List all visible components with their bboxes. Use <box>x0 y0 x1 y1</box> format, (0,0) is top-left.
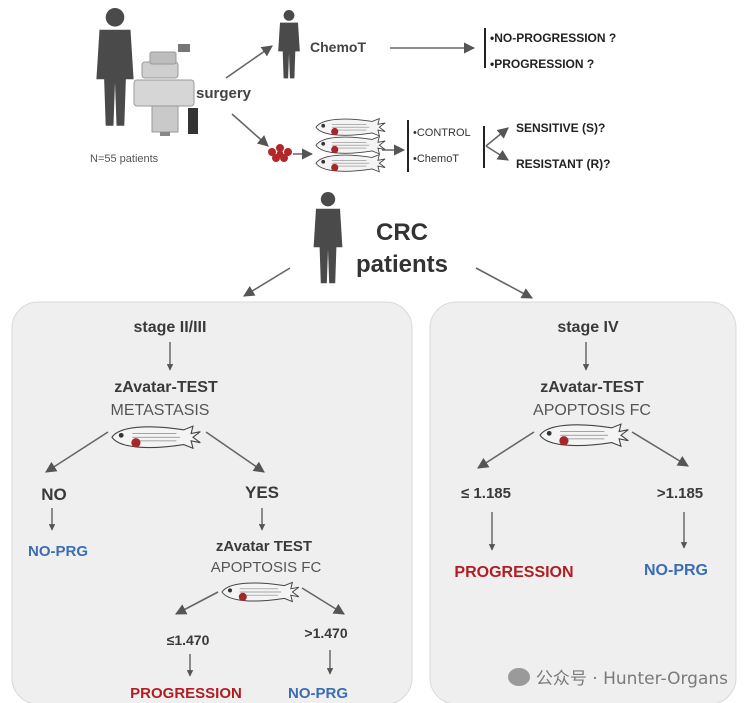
left-arrow-low <box>175 591 219 615</box>
watermark-text: 公众号 · Hunter-Organs <box>535 669 728 689</box>
zebrafish-icon <box>315 154 386 173</box>
left-test1-sub: METASTASIS <box>111 402 210 419</box>
crc-title-line2: patients <box>356 251 448 278</box>
left-test2-sub: APOPTOSIS FC <box>211 559 322 576</box>
wechat-icon <box>507 667 530 686</box>
arrow-to-tumor <box>231 113 269 147</box>
crc-title-line1: CRC <box>376 219 428 246</box>
right-panel: stage IV zAvatar-TEST APOPTOSIS FC ≤ 1.1… <box>429 301 737 703</box>
tumor-cells-icon <box>268 144 292 162</box>
zebrafish-icon <box>315 136 386 155</box>
left-high-threshold: >1.470 <box>304 625 347 641</box>
zebrafish-icon <box>315 118 386 137</box>
center-section: CRC patients <box>243 192 533 299</box>
patient-figure-icon <box>96 8 134 126</box>
left-panel: stage II/III zAvatar-TEST METASTASIS NO … <box>11 301 413 703</box>
right-arrow-low <box>477 431 535 469</box>
left-test2-fish-icon <box>221 581 300 603</box>
outcome-progression: •PROGRESSION ? <box>490 57 594 71</box>
branch-control: •CONTROL <box>413 127 471 139</box>
arrow-to-sensitive <box>485 127 509 147</box>
left-test1-title: zAvatar-TEST <box>114 379 218 396</box>
left-yes-label: YES <box>245 483 279 502</box>
left-no-result: NO-PRG <box>28 543 88 560</box>
right-low-threshold: ≤ 1.185 <box>461 485 511 502</box>
branch-chemo: •ChemoT <box>413 153 459 165</box>
right-low-result: PROGRESSION <box>454 564 573 581</box>
left-panel-bg <box>11 301 413 703</box>
right-stage-label: stage IV <box>557 319 619 336</box>
left-arrow-yes <box>205 431 265 473</box>
left-arrow-high <box>301 587 345 615</box>
patients-count-label: N=55 patients <box>90 153 159 165</box>
outcome-no-progression: •NO-PROGRESSION ? <box>490 31 616 45</box>
arrow-to-chemo <box>225 45 273 79</box>
left-low-threshold: ≤1.470 <box>167 632 210 648</box>
left-test1-fish-icon <box>111 425 201 449</box>
result-resistant: RESISTANT (R)? <box>516 157 610 171</box>
arrow-to-right-panel <box>475 267 533 299</box>
left-stage-label: stage II/III <box>134 319 207 336</box>
chemo-label: ChemoT <box>310 39 366 55</box>
left-low-result: PROGRESSION <box>130 685 242 702</box>
surgery-machine-icon <box>133 44 198 136</box>
left-test2-title: zAvatar TEST <box>216 538 312 555</box>
chemo-patient-icon <box>278 9 300 79</box>
arrow-to-resistant <box>485 145 509 161</box>
right-high-threshold: >1.185 <box>657 485 703 502</box>
top-section: N=55 patients surgery ChemoT •NO-PROGRES… <box>90 8 616 173</box>
right-test-fish-icon <box>539 423 629 447</box>
right-test-title: zAvatar-TEST <box>540 379 644 396</box>
right-panel-bg <box>429 301 737 703</box>
right-test-sub: APOPTOSIS FC <box>533 402 651 419</box>
surgery-label: surgery <box>196 85 252 102</box>
right-arrow-high <box>631 431 689 467</box>
crc-patient-icon <box>313 192 343 284</box>
watermark: 公众号 · Hunter-Organs <box>507 664 728 689</box>
arrow-to-left-panel <box>243 267 291 297</box>
left-no-label: NO <box>41 485 67 504</box>
right-high-result: NO-PRG <box>644 562 708 579</box>
left-high-result: NO-PRG <box>288 685 348 702</box>
left-arrow-no <box>45 431 109 473</box>
result-sensitive: SENSITIVE (S)? <box>516 121 605 135</box>
